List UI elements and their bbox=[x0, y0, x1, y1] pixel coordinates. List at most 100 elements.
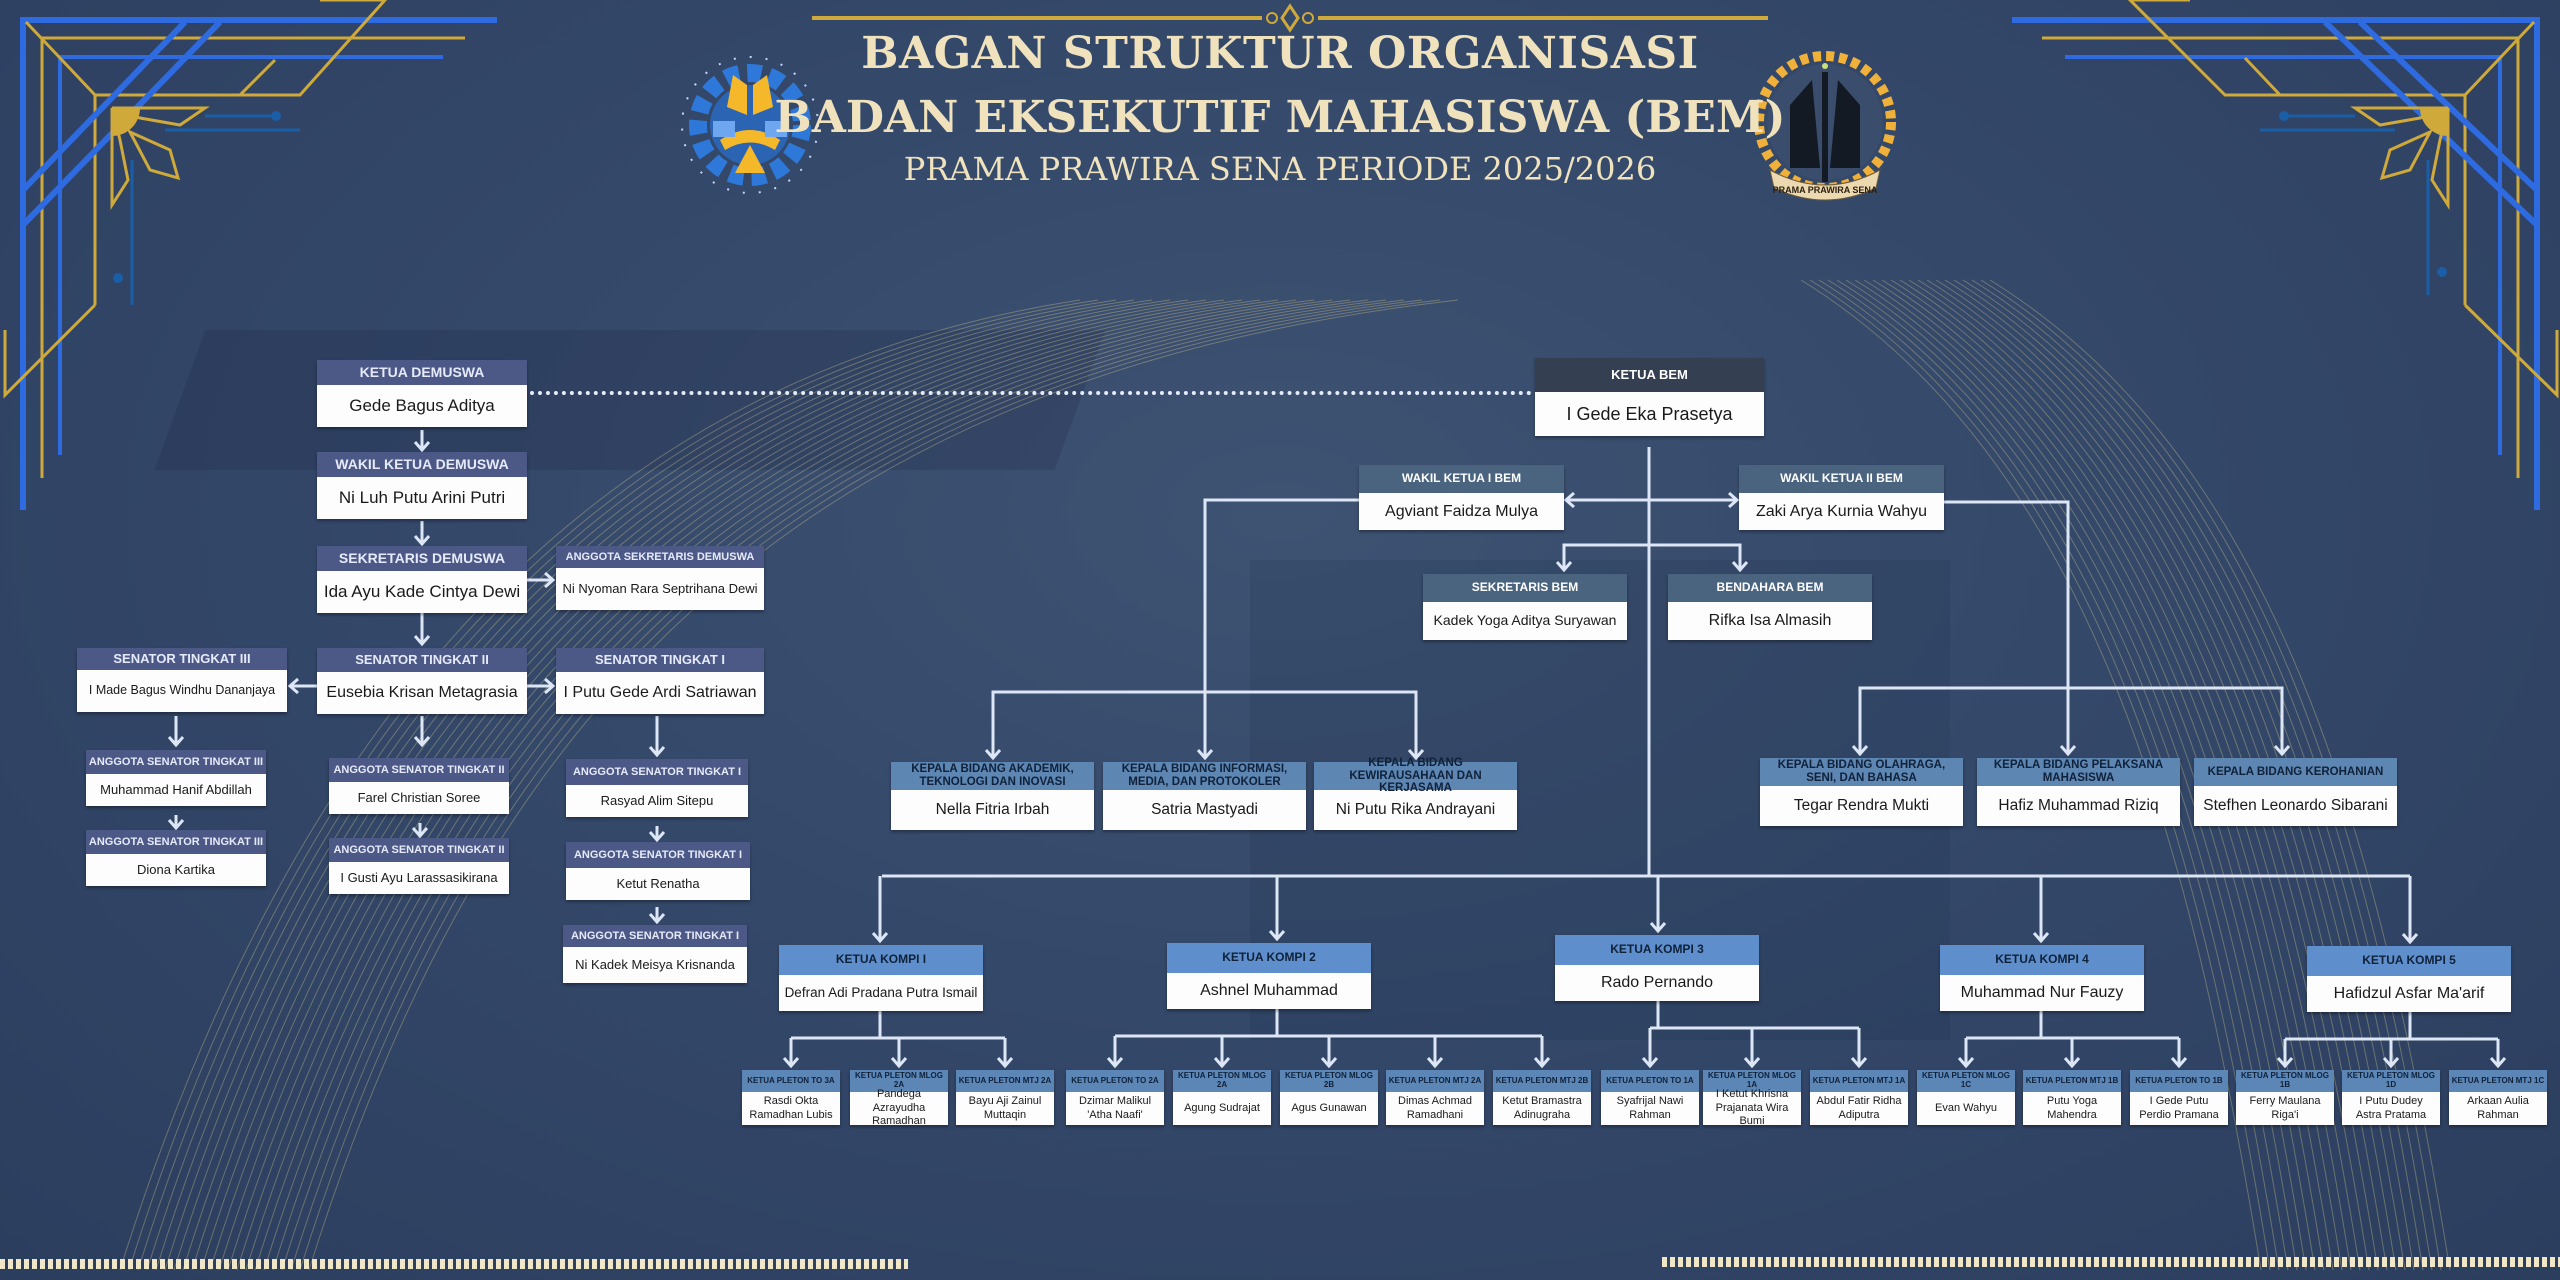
member-name: Diona Kartika bbox=[86, 854, 266, 886]
arrow-head-icon bbox=[2032, 932, 2050, 944]
member-name: Abdul Fatir Ridha Adiputra bbox=[1810, 1092, 1908, 1125]
arrow-head-icon bbox=[1533, 1057, 1551, 1069]
corner-ornament-left bbox=[3, 0, 497, 510]
wave-line bbox=[218, 299, 1279, 1271]
arrow-head-icon bbox=[1555, 561, 1573, 573]
member-name: Ketut Renatha bbox=[566, 868, 750, 900]
role-label: KETUA PLETON MLOG 1D bbox=[2342, 1070, 2440, 1092]
arrow-head-icon bbox=[1850, 1057, 1868, 1069]
role-label: KETUA PLETON MLOG 1A bbox=[1703, 1070, 1801, 1092]
role-label: KETUA PLETON MTJ 1B bbox=[2023, 1070, 2121, 1092]
member-name: Ni Luh Putu Arini Putri bbox=[317, 477, 527, 519]
role-label: WAKIL KETUA II BEM bbox=[1739, 465, 1944, 493]
role-label: KETUA BEM bbox=[1535, 358, 1764, 392]
arrow-head-icon bbox=[2382, 1057, 2400, 1069]
arrow-head-icon bbox=[2401, 933, 2419, 945]
member-name: Agung Sudrajat bbox=[1173, 1092, 1271, 1125]
member-name: I Gede Putu Perdio Pramana bbox=[2130, 1092, 2228, 1125]
role-label: ANGGOTA SENATOR TINGKAT I bbox=[566, 759, 748, 785]
role-label: BENDAHARA BEM bbox=[1668, 574, 1872, 602]
role-label: KETUA KOMPI 4 bbox=[1940, 945, 2144, 975]
member-name: Syafrijal Nawi Rahman bbox=[1601, 1092, 1699, 1125]
role-label: SEKRETARIS BEM bbox=[1423, 574, 1627, 602]
wave-line bbox=[146, 299, 1135, 1271]
role-label: KETUA PLETON MLOG 1B bbox=[2236, 1070, 2334, 1092]
role-label: KETUA PLETON MTJ 2A bbox=[1386, 1070, 1484, 1092]
member-name: Defran Adi Pradana Putra Ismail bbox=[779, 975, 983, 1011]
role-label: KEPALA BIDANG AKADEMIK, TEKNOLOGI DAN IN… bbox=[891, 762, 1094, 790]
member-name: Ni Putu Rika Andrayani bbox=[1314, 790, 1517, 830]
arrow-head-icon bbox=[984, 749, 1002, 761]
arrow-head-icon bbox=[413, 635, 431, 647]
member-name: Ni Kadek Meisya Krisnanda bbox=[563, 947, 747, 983]
member-name: Dimas Achmad Ramadhani bbox=[1386, 1092, 1484, 1125]
kepala-bidang-card[interactable]: KEPALA BIDANG INFORMASI, MEDIA, DAN PROT… bbox=[1103, 762, 1306, 830]
wave-line bbox=[164, 299, 1171, 1271]
role-label: KEPALA BIDANG KEROHANIAN bbox=[2194, 758, 2397, 786]
arrow-head-icon bbox=[544, 677, 556, 695]
member-name: Ida Ayu Kade Cintya Dewi bbox=[317, 571, 527, 613]
wave-line bbox=[128, 299, 1099, 1271]
arrow-head-icon bbox=[1106, 1057, 1124, 1069]
role-label: KETUA KOMPI I bbox=[779, 945, 983, 975]
kepala-bidang-card[interactable]: KEPALA BIDANG KEWIRAUSAHAAN DAN KERJASAM… bbox=[1314, 757, 1517, 830]
role-label: SENATOR TINGKAT III bbox=[77, 648, 287, 670]
wave-line bbox=[1908, 279, 2370, 1271]
arrow-head-icon bbox=[1649, 922, 1667, 934]
arrow-head-icon bbox=[2059, 745, 2077, 757]
role-label: SENATOR TINGKAT I bbox=[556, 648, 764, 672]
member-name: Nella Fitria Irbah bbox=[891, 790, 1094, 830]
corner-ornament-right bbox=[2012, 0, 2559, 510]
connector-line bbox=[1205, 690, 1418, 758]
kepala-bidang-card[interactable]: KEPALA BIDANG OLAHRAGA, SENI, DAN BAHASA… bbox=[1760, 758, 1963, 826]
member-name: Pandega Azrayudha Ramadhan bbox=[850, 1088, 948, 1127]
member-name: I Gusti Ayu Larassasikirana bbox=[329, 862, 509, 894]
member-name: I Made Bagus Windhu Dananjaya bbox=[77, 670, 287, 712]
kepala-bidang-card[interactable]: KEPALA BIDANG AKADEMIK, TEKNOLOGI DAN IN… bbox=[891, 762, 1094, 830]
arrow-head-icon bbox=[2276, 1057, 2294, 1069]
